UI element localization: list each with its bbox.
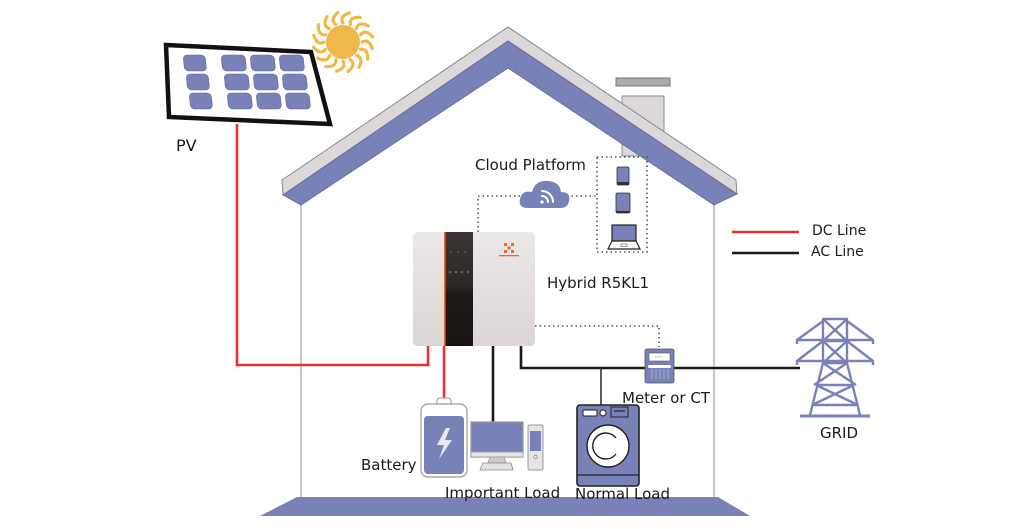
laptop-icon[interactable]: [607, 224, 641, 250]
inverter-label: Hybrid R5KL1: [547, 274, 650, 292]
brand-logo-icon: [499, 243, 519, 257]
sun-disc: [326, 25, 360, 59]
legend-dc-label: DC Line: [812, 223, 867, 239]
legend: [732, 230, 799, 255]
sun-ray: [334, 59, 346, 73]
pv-cell: [282, 73, 308, 91]
sun-ray: [358, 47, 370, 61]
ac-lines: [491, 346, 800, 426]
pv-label: PV: [176, 136, 197, 155]
washing-machine-icon[interactable]: [576, 404, 640, 487]
sun-ray: [358, 30, 375, 39]
computer-icon[interactable]: [470, 421, 544, 471]
sun-ray: [354, 22, 370, 31]
pv-cell: [221, 54, 247, 72]
wifi-icon: [540, 190, 554, 204]
pv-cell: [183, 54, 207, 72]
sun-ray: [354, 53, 363, 69]
ac-line-grid: [519, 346, 800, 370]
sun-ray: [348, 15, 362, 27]
important-load-label: Important Load: [445, 484, 561, 502]
sun-ray: [311, 45, 328, 54]
battery-icon[interactable]: [420, 397, 468, 478]
battery-label: Battery: [361, 456, 417, 474]
hybrid-inverter[interactable]: [413, 232, 535, 346]
sun-ray: [312, 33, 326, 45]
dc-lines: [235, 124, 446, 400]
communication-lines: [477, 156, 660, 347]
meter-icon[interactable]: [644, 348, 675, 390]
pv-cell: [189, 92, 213, 110]
pv-cell: [186, 73, 210, 91]
tablet-icon[interactable]: [615, 192, 631, 214]
legend-ac-label: AC Line: [811, 244, 864, 260]
sun-ray: [331, 10, 340, 27]
pv-cell: [250, 54, 276, 72]
grid-label: GRID: [820, 424, 859, 442]
pv-cell: [285, 92, 311, 110]
pv-cell: [224, 73, 250, 91]
pv-cell: [253, 73, 279, 91]
sun-ray: [346, 57, 355, 74]
sun-icon: [311, 10, 375, 74]
house-floor: [260, 497, 750, 516]
meter-label: Meter or CT: [622, 389, 710, 407]
normal-load-label: Normal Load: [575, 485, 671, 503]
house-walls: [300, 203, 715, 497]
sun-ray: [323, 15, 332, 31]
house-roof: [281, 26, 738, 206]
cloud-platform-label: Cloud Platform: [475, 156, 586, 174]
sun-ray: [340, 11, 352, 25]
phone-icon[interactable]: [616, 166, 630, 186]
power-tower-icon[interactable]: [795, 317, 875, 418]
cloud-icon[interactable]: [519, 180, 570, 208]
pv-panel-icon[interactable]: [163, 42, 333, 127]
dc-line-pv: [235, 124, 430, 367]
sun-ray: [316, 23, 328, 37]
sun-ray: [316, 53, 332, 62]
pv-cell: [256, 92, 282, 110]
inverter-status-leds: [448, 251, 470, 274]
sun-ray: [324, 57, 338, 69]
pv-cell: [227, 92, 253, 110]
pv-cell: [279, 54, 305, 72]
sun-ray: [360, 39, 374, 51]
